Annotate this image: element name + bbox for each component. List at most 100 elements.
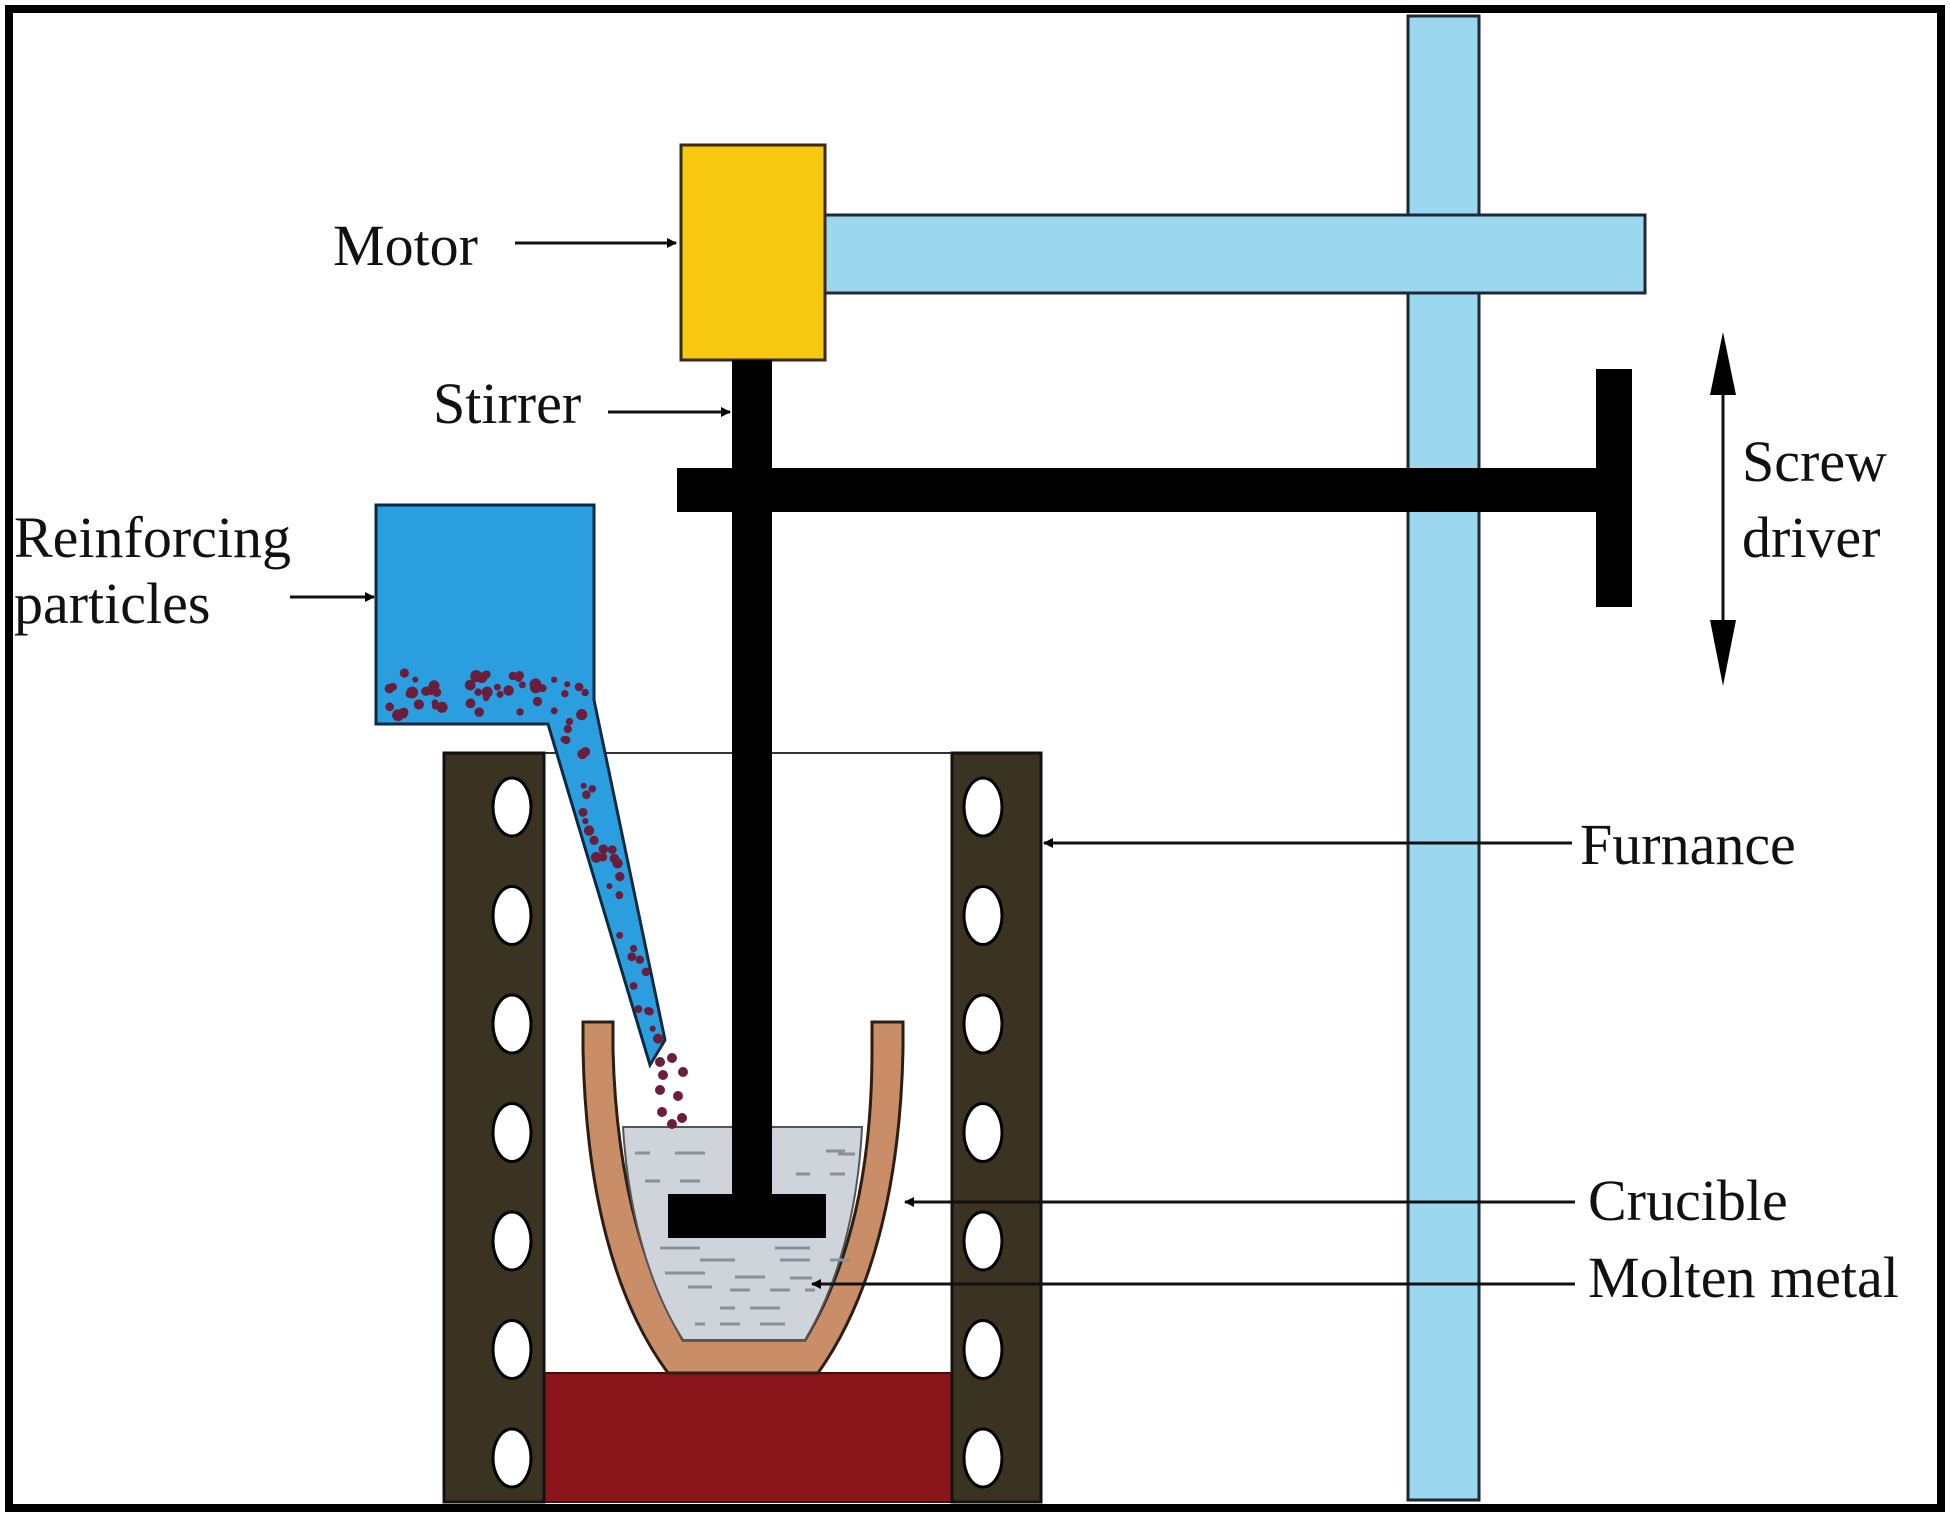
- furnace-label: Furnance: [1580, 812, 1796, 877]
- reinforcing-label-line1: Reinforcing: [14, 505, 291, 570]
- particle: [574, 682, 584, 692]
- particle: [532, 696, 543, 707]
- particle: [658, 1070, 668, 1080]
- particle: [474, 688, 482, 697]
- particle: [629, 944, 638, 953]
- particle: [564, 681, 571, 688]
- particle: [529, 681, 542, 694]
- particle: [392, 709, 404, 722]
- particle: [405, 689, 415, 699]
- particle: [655, 1085, 665, 1095]
- particle: [576, 709, 588, 721]
- reinforcing-particles: [384, 668, 688, 1129]
- furnace-hole: [491, 885, 533, 946]
- particle-hopper: [374, 503, 688, 1129]
- screw-up-arrowhead: [1710, 332, 1736, 395]
- motor-label: Motor: [333, 213, 478, 278]
- particle: [412, 676, 419, 683]
- particle: [588, 785, 596, 793]
- particle: [561, 689, 569, 698]
- furnace-hole: [491, 1102, 533, 1163]
- furnace-hole: [962, 1427, 1004, 1489]
- particle: [616, 931, 624, 939]
- furnace-base: [543, 1372, 953, 1503]
- label-arrows: [290, 238, 1736, 1289]
- particle: [399, 668, 409, 678]
- particle: [609, 853, 620, 864]
- particle: [673, 1091, 683, 1101]
- particle: [677, 1113, 687, 1123]
- particle: [481, 686, 493, 698]
- furnace-hole: [962, 1102, 1004, 1163]
- furnace-hole: [491, 776, 533, 838]
- particle: [655, 1035, 663, 1043]
- furnace-hole: [962, 993, 1004, 1055]
- particle: [627, 952, 637, 962]
- particle: [550, 676, 558, 683]
- particle: [385, 702, 395, 712]
- screw-label-line1: Screw: [1742, 429, 1887, 494]
- particle: [657, 1107, 667, 1117]
- particle: [518, 681, 526, 689]
- particle: [667, 1053, 677, 1063]
- particle: [400, 710, 408, 719]
- furnace: [442, 751, 1043, 1504]
- furnace-hole: [491, 1210, 533, 1272]
- particle: [645, 1007, 654, 1016]
- particle: [464, 679, 476, 691]
- hopper-body: [374, 503, 667, 1069]
- particle: [503, 685, 514, 696]
- stirrer-paddle: [668, 1194, 826, 1238]
- molten-metal-ripples: [635, 1149, 855, 1326]
- furnace-holes-right: [962, 776, 1004, 1489]
- particle: [615, 891, 624, 900]
- reinforcing-label-line2: particles: [14, 571, 210, 636]
- particle: [563, 724, 572, 734]
- particle: [562, 735, 571, 745]
- particle: [508, 671, 518, 681]
- particle: [606, 883, 613, 890]
- particle: [581, 688, 589, 697]
- particle: [474, 707, 485, 717]
- particle: [583, 825, 595, 836]
- particle: [615, 871, 625, 882]
- furnace-hole: [962, 1210, 1004, 1272]
- support-frame: [822, 14, 1647, 1502]
- particle: [607, 845, 617, 855]
- particle: [649, 1025, 656, 1032]
- particle: [550, 707, 558, 715]
- particle: [580, 782, 587, 789]
- furnace-hole: [962, 885, 1004, 946]
- particle: [629, 982, 638, 990]
- furnace-holes-left: [491, 776, 533, 1489]
- support-joint-fill: [1410, 217, 1477, 291]
- particle: [496, 690, 504, 698]
- particle: [678, 1067, 688, 1077]
- particle: [641, 967, 651, 977]
- furnace-hole: [962, 1319, 1004, 1380]
- particle: [465, 698, 476, 709]
- molten-metal-label: Molten metal: [1588, 1245, 1899, 1310]
- particle: [577, 748, 588, 760]
- particle: [436, 701, 448, 713]
- particle: [598, 844, 609, 854]
- particle: [384, 683, 395, 694]
- furnace-hole: [491, 1319, 533, 1380]
- particle: [589, 835, 599, 846]
- screw-bar: [677, 468, 1597, 512]
- particle: [635, 955, 645, 964]
- screw-down-arrowhead: [1710, 620, 1736, 686]
- crucible-label: Crucible: [1588, 1168, 1788, 1233]
- stirrer-shaft: [732, 360, 772, 1220]
- particle: [590, 851, 602, 863]
- motor-box: [679, 143, 827, 362]
- particle: [428, 680, 440, 691]
- furnace-hole: [491, 993, 533, 1055]
- particle: [565, 717, 574, 726]
- furnace-hole: [491, 1427, 533, 1489]
- particle: [655, 1057, 665, 1067]
- particle: [667, 1119, 677, 1129]
- particle: [634, 1005, 643, 1014]
- furnace-hole: [962, 776, 1004, 838]
